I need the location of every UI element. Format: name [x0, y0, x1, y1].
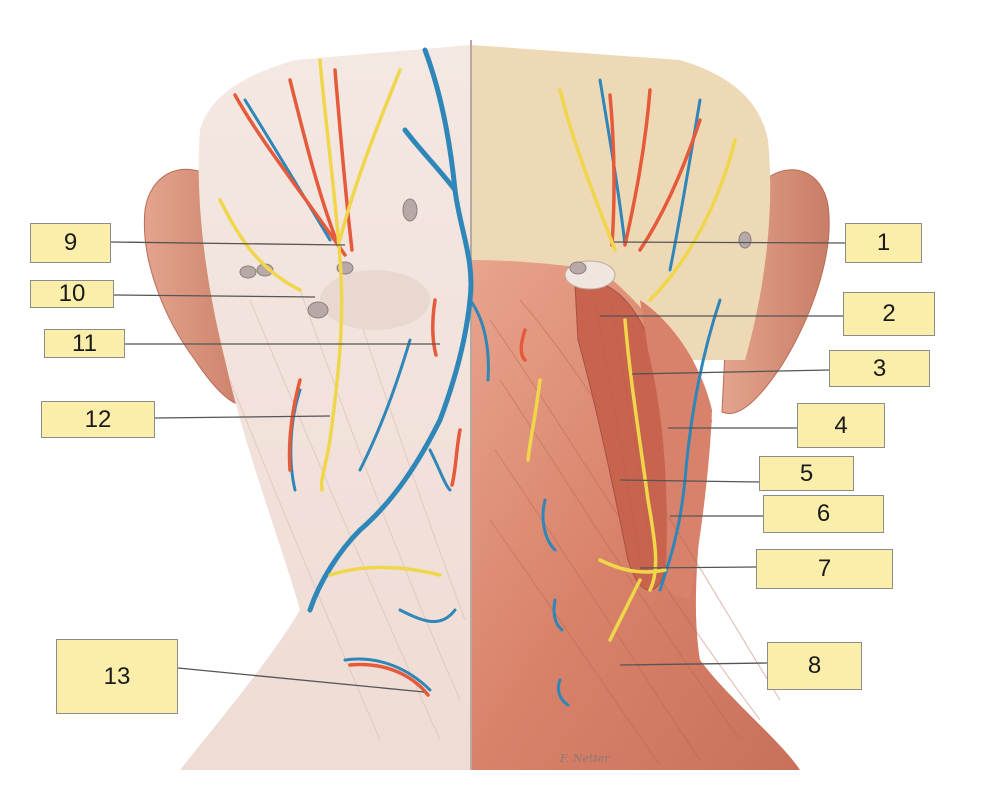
splenius-muscle	[640, 300, 712, 600]
arteries	[233, 68, 702, 697]
leader-lines	[110, 241, 846, 693]
leader-line-5	[619, 479, 760, 483]
label-text-11: 11	[72, 329, 97, 357]
label-text-6: 6	[816, 500, 831, 527]
veins	[243, 47, 722, 707]
label-box-7[interactable]: 7	[756, 549, 893, 589]
muscle-fibres	[489, 299, 781, 766]
occipital-protuberance-left	[320, 270, 430, 330]
label-text-4: 4	[834, 411, 848, 439]
label-text-10: 10	[58, 280, 86, 307]
leader-line-7	[639, 566, 757, 569]
leader-line-9	[110, 241, 346, 246]
leader-line-13	[177, 667, 425, 693]
leader-line-12	[154, 415, 331, 419]
label-box-12[interactable]: 12	[41, 401, 155, 438]
label-box-8[interactable]: 8	[767, 642, 862, 690]
artist-signature: F. Netter	[559, 752, 610, 765]
label-box-1[interactable]: 1	[845, 223, 922, 263]
label-text-8: 8	[807, 652, 822, 679]
label-box-9[interactable]: 9	[30, 223, 111, 263]
label-box-6[interactable]: 6	[763, 495, 884, 533]
leader-line-10	[113, 294, 316, 298]
label-box-3[interactable]: 3	[829, 350, 930, 387]
label-box-11[interactable]: 11	[44, 329, 125, 358]
nerves	[218, 58, 737, 642]
label-text-13: 13	[103, 662, 131, 690]
label-text-3: 3	[872, 354, 887, 382]
lymph-nodes	[239, 198, 752, 319]
label-box-2[interactable]: 2	[843, 292, 935, 336]
label-text-7: 7	[817, 555, 832, 582]
label-box-10[interactable]: 10	[30, 280, 114, 308]
label-box-13[interactable]: 13	[56, 639, 178, 714]
leader-line-3	[631, 369, 830, 375]
label-text-1: 1	[876, 229, 891, 256]
leader-line-1	[613, 241, 846, 244]
leader-line-8	[619, 662, 768, 666]
label-text-9: 9	[63, 229, 78, 256]
label-box-4[interactable]: 4	[797, 403, 885, 448]
label-text-2: 2	[882, 300, 896, 327]
superficial-fascia-left	[180, 45, 470, 770]
label-text-5: 5	[799, 459, 814, 487]
label-box-5[interactable]: 5	[759, 456, 854, 491]
label-text-12: 12	[84, 405, 112, 433]
